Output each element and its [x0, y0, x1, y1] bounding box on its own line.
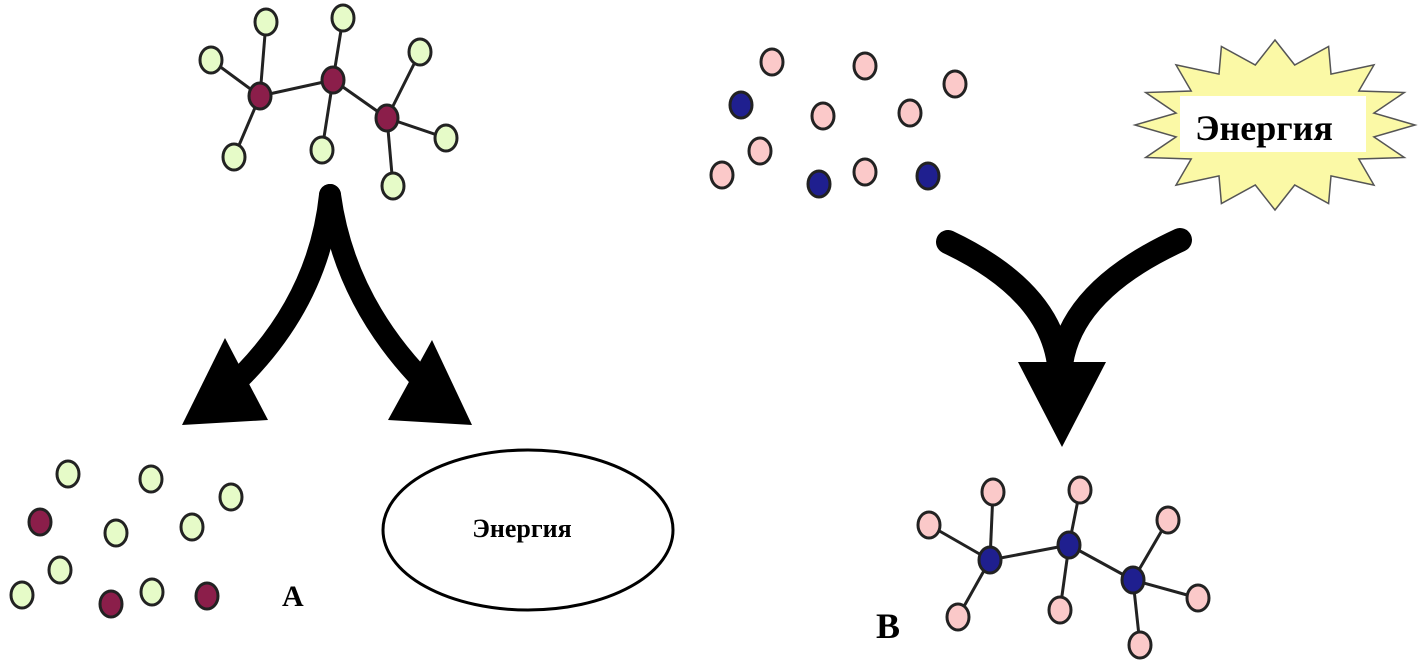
hydrogen-atom	[309, 135, 335, 165]
free-hydrogen-atom	[139, 577, 165, 607]
carbon-atom	[320, 65, 346, 95]
hydrogen-atom	[916, 510, 942, 540]
atoms	[9, 3, 1211, 660]
free-hydrogen-atom	[55, 459, 81, 489]
energy-label-b: Энергия	[1195, 108, 1333, 148]
arrow-merge-b	[936, 228, 1192, 447]
free-hydrogen-atom	[810, 101, 836, 131]
arrowhead-down	[1018, 362, 1106, 447]
energy-label-a: Энергия	[472, 514, 571, 543]
free-carbon-atom	[728, 90, 754, 120]
hydrogen-atom	[1185, 583, 1211, 613]
hydrogen-atom	[407, 37, 433, 67]
carbon-atom	[374, 103, 400, 133]
free-hydrogen-atom	[709, 160, 735, 190]
free-hydrogen-atom	[138, 464, 164, 494]
label-a: A	[282, 580, 304, 613]
free-carbon-atom	[806, 169, 832, 199]
hydrogen-atom	[253, 7, 279, 37]
hydrogen-atom	[1155, 505, 1181, 535]
carbon-atom	[977, 545, 1003, 575]
arrow-split-a	[182, 184, 472, 425]
hydrogen-atom	[330, 3, 356, 33]
free-carbon-atom	[27, 507, 53, 537]
hydrogen-atom	[1127, 630, 1153, 660]
hydrogen-atom	[198, 45, 224, 75]
hydrogen-atom	[1047, 595, 1073, 625]
energy-ellipse: Энергия	[381, 448, 675, 612]
hydrogen-atom	[945, 602, 971, 632]
hydrogen-atom	[1067, 475, 1093, 505]
arrowhead-right	[388, 340, 472, 425]
free-hydrogen-atom	[942, 69, 968, 99]
arrowhead-left	[182, 338, 268, 425]
hydrogen-atom	[380, 171, 406, 201]
free-hydrogen-atom	[47, 555, 73, 585]
bond	[989, 543, 1070, 562]
free-carbon-atom	[915, 161, 941, 191]
free-carbon-atom	[98, 589, 124, 619]
free-hydrogen-atom	[897, 98, 923, 128]
energy-starburst: Энергия	[1132, 38, 1418, 212]
hydrogen-atom	[221, 142, 247, 172]
hydrogen-atom	[433, 123, 459, 153]
free-hydrogen-atom	[218, 482, 244, 512]
carbon-atom	[247, 81, 273, 111]
carbon-atom	[1056, 530, 1082, 560]
free-hydrogen-atom	[747, 136, 773, 166]
free-hydrogen-atom	[179, 512, 205, 542]
free-hydrogen-atom	[852, 51, 878, 81]
free-hydrogen-atom	[852, 157, 878, 187]
free-hydrogen-atom	[9, 580, 35, 610]
free-hydrogen-atom	[103, 518, 129, 548]
free-carbon-atom	[194, 581, 220, 611]
carbon-atom	[1120, 565, 1146, 595]
label-b: B	[876, 606, 900, 646]
free-hydrogen-atom	[759, 47, 785, 77]
hydrogen-atom	[980, 477, 1006, 507]
